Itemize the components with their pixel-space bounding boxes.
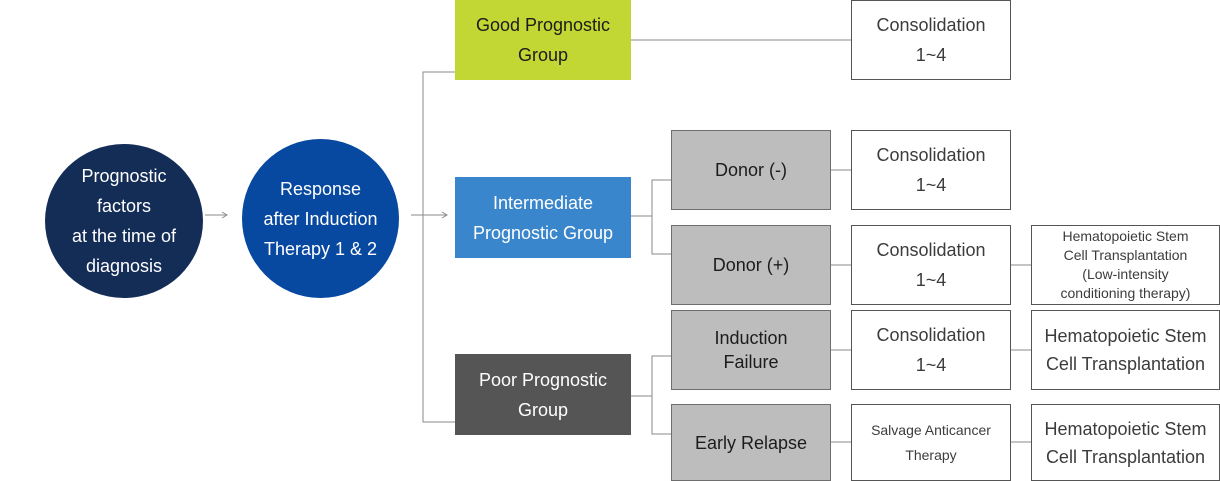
poor-prognostic-group-box: Poor Prognostic Group: [455, 354, 631, 435]
intermediate-prognostic-group-box: Intermediate Prognostic Group: [455, 177, 631, 258]
donor-negative-label: Donor (-): [714, 160, 787, 180]
salvage-therapy-box: Salvage Anticancer Therapy: [851, 404, 1011, 481]
hsct-label: Hematopoietic Stem Cell Transplantation: [1044, 326, 1207, 374]
consolidation-donor-negative-box: Consolidation 1~4: [851, 130, 1011, 210]
bracket-poor-outcomes: [651, 355, 671, 435]
consolidation-induction-failure-box: Consolidation 1~4: [851, 310, 1011, 390]
induction-failure-label: Induction Failure: [714, 328, 788, 372]
hsct-induction-failure-box: Hematopoietic Stem Cell Transplantation: [1031, 310, 1220, 390]
hsct-low-intensity-box: Hematopoietic Stem Cell Transplantation …: [1031, 225, 1220, 305]
early-relapse-box: Early Relapse: [671, 404, 831, 481]
response-circle: Response after Induction Therapy 1 & 2: [242, 139, 399, 298]
consolidation-good-box: Consolidation 1~4: [851, 0, 1011, 80]
good-group-label: Good Prognostic Group: [475, 15, 611, 65]
induction-failure-box: Induction Failure: [671, 310, 831, 390]
consolidation-label: Consolidation 1~4: [876, 240, 986, 290]
consolidation-donor-positive-box: Consolidation 1~4: [851, 225, 1011, 305]
arrowhead-response-to-intermediate: [441, 211, 448, 219]
response-label: Response after Induction Therapy 1 & 2: [263, 178, 378, 259]
donor-positive-label: Donor (+): [712, 255, 790, 275]
early-relapse-label: Early Relapse: [694, 432, 808, 453]
hsct-label: Hematopoietic Stem Cell Transplantation: [1044, 418, 1207, 467]
consolidation-label: Consolidation 1~4: [876, 15, 986, 65]
poor-group-label: Poor Prognostic Group: [478, 369, 608, 420]
arrowhead-factors-to-response: [221, 211, 228, 219]
prognostic-factors-label: Prognostic factors at the time of diagno…: [71, 166, 177, 276]
consolidation-label: Consolidation 1~4: [876, 145, 986, 195]
hsct-low-intensity-label: Hematopoietic Stem Cell Transplantation …: [1060, 228, 1191, 301]
good-prognostic-group-box: Good Prognostic Group: [455, 0, 631, 80]
consolidation-label: Consolidation 1~4: [876, 325, 986, 375]
hsct-early-relapse-box: Hematopoietic Stem Cell Transplantation: [1031, 404, 1220, 481]
donor-positive-box: Donor (+): [671, 225, 831, 305]
prognostic-factors-circle: Prognostic factors at the time of diagno…: [45, 144, 203, 298]
bracket-donors: [651, 179, 671, 255]
donor-negative-box: Donor (-): [671, 130, 831, 210]
bracket-groups: [422, 71, 455, 423]
salvage-therapy-label: Salvage Anticancer Therapy: [871, 421, 991, 463]
intermediate-group-label: Intermediate Prognostic Group: [472, 192, 614, 243]
